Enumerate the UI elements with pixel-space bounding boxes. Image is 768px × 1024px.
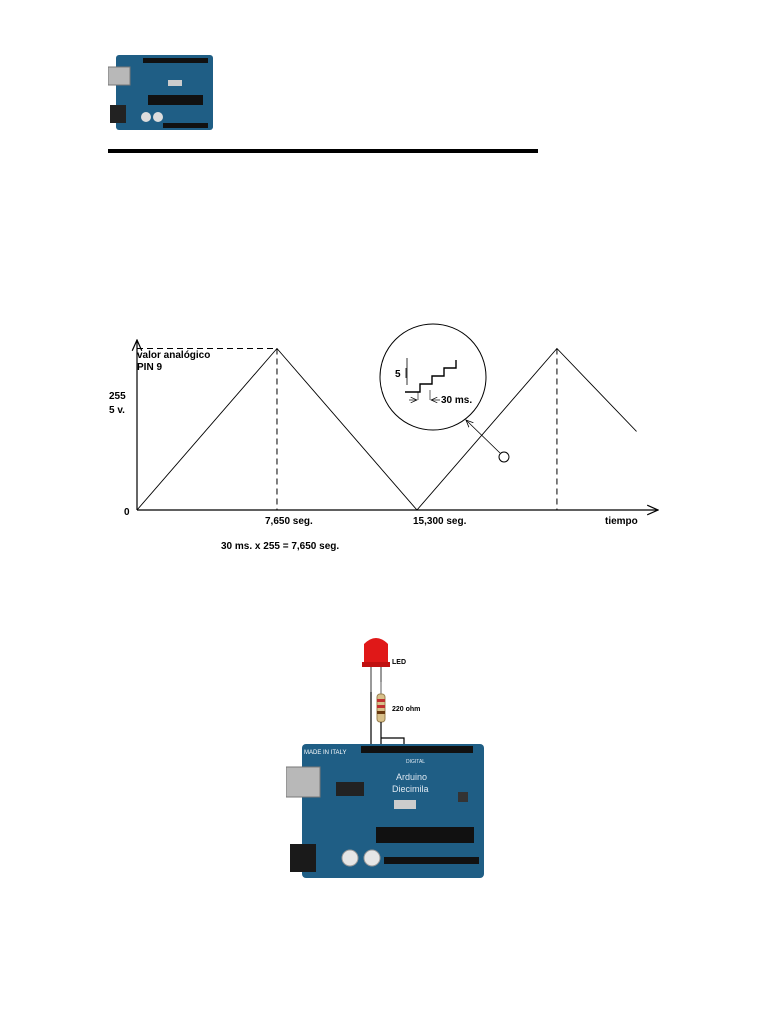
formula-text: 30 ms. x 255 = 7,650 seg. [221,541,339,552]
board-diecimila-text: Diecimila [392,784,429,794]
y-axis-label-line1: valor analógico [137,350,210,361]
led-label: LED [392,659,406,666]
origin-label: 0 [124,507,130,518]
y-tick-5v: 5 v. [109,405,125,416]
y-axis-label-line2: PIN 9 [137,362,162,373]
arduino-thumbnail-image [108,55,213,130]
y-tick-255: 255 [109,391,126,402]
zoom-pointer-line [466,420,501,454]
led-component [362,638,390,692]
resistor-component [376,682,386,744]
inset-step-label: 5 [395,369,401,380]
board-made-in-italy: MADE IN ITALY [304,750,346,756]
x-tick-label-1: 7,650 seg. [265,516,313,527]
inset-time-label: 30 ms. [441,395,472,406]
series-line [136,347,637,511]
x-axis-label: tiempo [605,516,638,527]
led-circuit-illustration: LED 220 ohm MADE IN ITALY Arduino Diecim… [286,638,484,878]
resistor-label: 220 ohm [392,706,420,713]
header-divider [108,149,538,153]
pwm-ramp-chart: valor analógico PIN 9 255 5 v. 0 7,650 s… [109,323,768,552]
board-arduino-text: Arduino [396,772,427,782]
detail-inset: 5 30 ms. [379,323,487,431]
board-digital-text: DIGITAL [406,759,425,765]
staircase-line [405,360,457,393]
zoom-point-marker [498,451,510,463]
board-wire [381,737,405,746]
arduino-board: MADE IN ITALY Arduino Diecimila DIGITAL [286,744,484,878]
x-tick-label-2: 15,300 seg. [413,516,467,527]
